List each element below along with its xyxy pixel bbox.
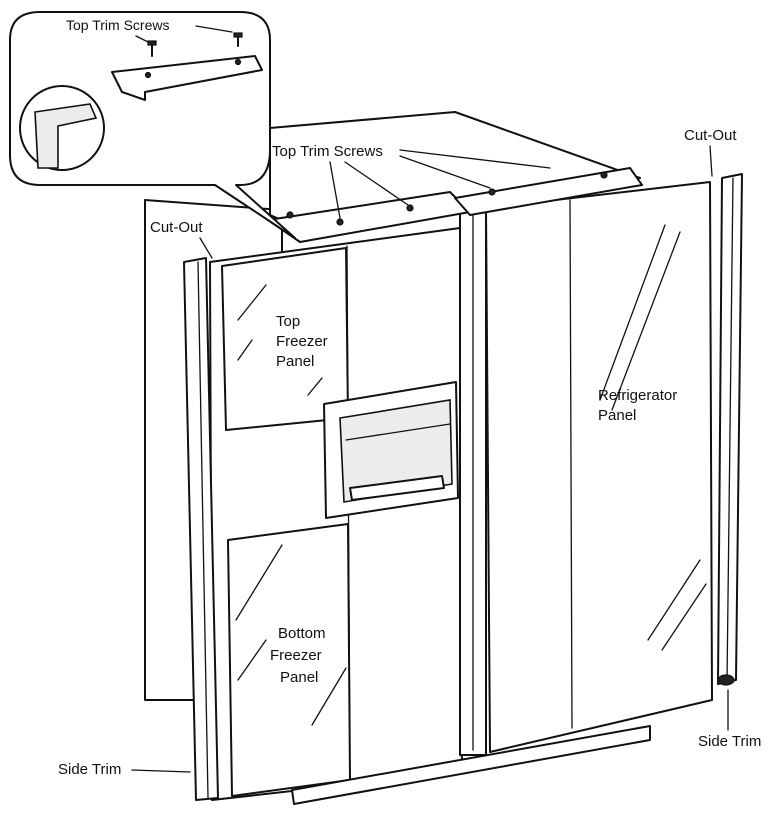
glare-line xyxy=(611,231,681,411)
side-trim-left-groove xyxy=(197,261,209,799)
inset-screw-right xyxy=(233,32,243,47)
glare-line xyxy=(307,377,323,396)
inset-screw-hole xyxy=(144,71,152,79)
dispenser-recess xyxy=(339,399,453,503)
refrigerator-door xyxy=(485,181,713,753)
dispenser-shelf xyxy=(345,423,451,441)
leader-trim-screw-3 xyxy=(399,155,491,189)
label-side-trim-right: Side Trim xyxy=(698,733,761,750)
glare-line xyxy=(311,667,347,726)
label-cut-out-left: Cut-Out xyxy=(150,219,203,236)
label-cut-out-right: Cut-Out xyxy=(684,127,737,144)
leader-screw-right xyxy=(195,25,233,33)
kick-plate xyxy=(291,725,651,805)
glare-line xyxy=(237,284,267,321)
leader-cut-out-right xyxy=(709,145,713,177)
label-bottom-freezer-panel: Bottom Freezer Panel xyxy=(270,625,330,686)
leader-cut-out-left xyxy=(199,237,213,259)
trim-screw-hole xyxy=(286,211,294,219)
inset-corner-detail xyxy=(34,103,98,169)
trim-screw-hole xyxy=(336,218,344,226)
inset-screw-hole xyxy=(234,58,242,66)
leader-side-trim-left xyxy=(131,769,191,773)
leader-screw-left xyxy=(135,35,149,43)
leader-trim-screw-2 xyxy=(344,161,409,206)
side-trim-right-end xyxy=(717,674,735,686)
inset-screw-left xyxy=(147,40,157,57)
side-trim-right-groove xyxy=(726,177,734,683)
glare-line xyxy=(599,224,666,401)
glare-line xyxy=(661,583,707,651)
trim-screw-hole xyxy=(488,188,496,196)
side-trim-left xyxy=(183,257,219,801)
label-refrigerator-panel: Refrigerator Panel xyxy=(598,387,681,424)
dispenser-tray xyxy=(349,475,445,501)
leader-trim-screw-1 xyxy=(329,161,341,219)
label-top-freezer-panel: Top Freezer Panel xyxy=(276,313,332,370)
glare-line xyxy=(647,559,701,641)
inset-trim-piece xyxy=(111,55,263,101)
refrigerator-door-crease xyxy=(569,199,573,729)
top-trim-right xyxy=(454,167,643,216)
trim-screw-hole xyxy=(600,171,608,179)
label-top-trim-screws: Top Trim Screws xyxy=(272,143,383,160)
trim-screw-hole xyxy=(406,204,414,212)
glare-line xyxy=(237,639,267,681)
glare-line xyxy=(235,544,283,621)
glare-line xyxy=(237,339,253,361)
label-top-trim-screws-inset: Top Trim Screws xyxy=(66,17,169,33)
label-side-trim-left: Side Trim xyxy=(58,761,121,778)
inset-magnifier xyxy=(19,85,105,171)
leader-trim-screw-4 xyxy=(399,149,551,169)
